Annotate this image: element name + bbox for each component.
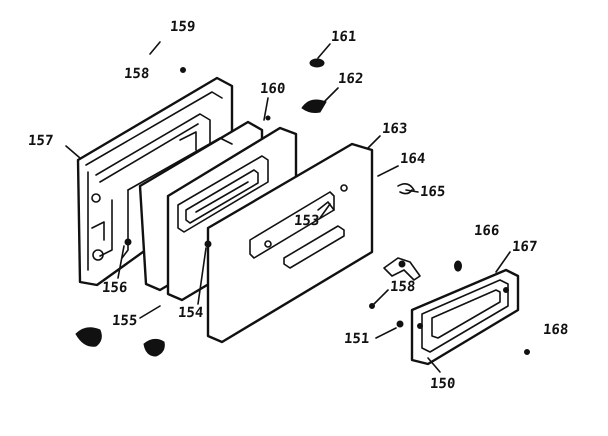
callout-154: 154 [177,305,204,321]
callout-166: 166 [473,223,500,239]
part-163-outer-door [206,142,374,344]
part-158-hinge-bracket [383,257,421,281]
callout-164: 164 [399,151,426,167]
part-162-bracket [301,99,327,113]
callout-162: 162 [337,71,364,87]
part-150-window-frame [410,268,520,366]
callout-159: 159 [169,19,196,35]
part-166-screw [454,260,462,272]
callout-167: 167 [511,239,538,255]
callout-151: 151 [343,331,370,347]
callout-150: 150 [429,376,456,392]
callout-160: 160 [259,81,286,97]
part-small-hardware [124,67,530,355]
callout-161: 161 [330,29,357,45]
part-bumper-left [75,327,165,357]
callout-158-upper: 158 [123,66,150,82]
callout-168: 168 [542,322,569,338]
leader-lines [65,41,511,373]
callout-155: 155 [111,313,138,329]
callout-165: 165 [419,184,446,200]
callout-157: 157 [27,133,54,149]
part-165-clip [397,182,415,195]
part-161-screw [309,58,325,68]
callout-156: 156 [101,280,128,296]
callout-153: 153 [293,213,320,229]
callout-163: 163 [381,121,408,137]
callout-158-lower: 158 [389,279,416,295]
